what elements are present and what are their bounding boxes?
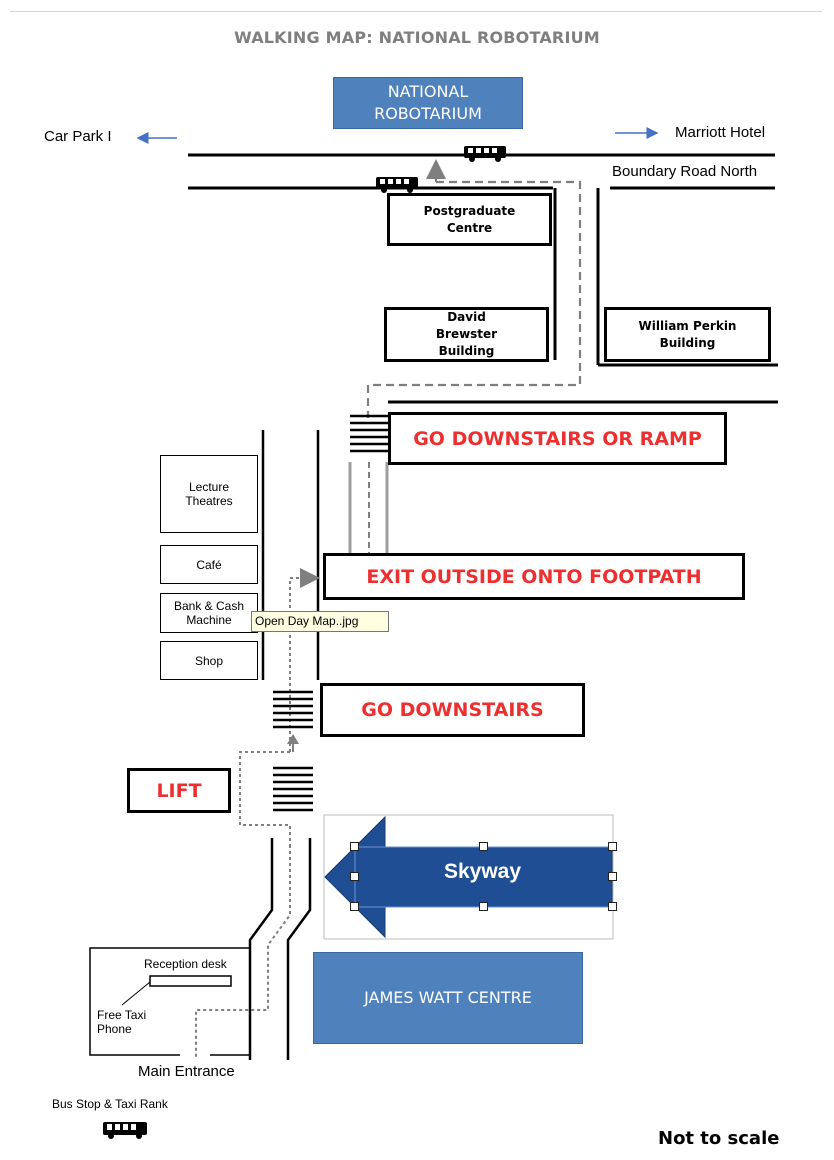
william-perkin-building: William Perkin Building — [604, 307, 771, 362]
marriott-label: Marriott Hotel — [675, 124, 766, 141]
bank-box: Bank & Cash Machine — [160, 593, 258, 633]
resize-handle[interactable] — [350, 902, 359, 911]
william-perkin-label: William Perkin Building — [638, 318, 737, 350]
top-divider — [10, 11, 822, 12]
david-brewster-building: David Brewster Building — [384, 307, 549, 362]
james-watt-centre-label: JAMES WATT CENTRE — [364, 988, 532, 1007]
file-tooltip: Open Day Map..jpg — [251, 611, 389, 632]
lift-label: LIFT — [156, 779, 202, 802]
map-title: WALKING MAP: NATIONAL ROBOTARIUM — [234, 28, 600, 47]
lecture-theatres-label: Lecture Theatres — [185, 480, 233, 508]
up-arrow-icon — [287, 734, 299, 744]
resize-handle[interactable] — [350, 872, 359, 881]
resize-handle[interactable] — [350, 842, 359, 851]
national-robotarium-box: NATIONAL ROBOTARIUM — [333, 77, 523, 129]
bank-label: Bank & Cash Machine — [173, 599, 245, 627]
resize-handle[interactable] — [608, 902, 617, 911]
shop-label: Shop — [194, 653, 224, 668]
bus-stop-label: Bus Stop & Taxi Rank — [52, 1097, 168, 1111]
exit-outside-label: EXIT OUTSIDE ONTO FOOTPATH — [366, 565, 702, 588]
bus-icon — [464, 146, 506, 162]
resize-handle[interactable] — [479, 902, 488, 911]
resize-handle[interactable] — [479, 842, 488, 851]
go-downstairs-or-ramp-box: GO DOWNSTAIRS OR RAMP — [388, 412, 727, 465]
exit-outside-box: EXIT OUTSIDE ONTO FOOTPATH — [323, 553, 745, 600]
go-downstairs-or-ramp-label: GO DOWNSTAIRS OR RAMP — [413, 427, 702, 450]
david-brewster-label: David Brewster Building — [435, 310, 498, 358]
postgraduate-centre: Postgraduate Centre — [387, 193, 552, 246]
resize-handle[interactable] — [608, 872, 617, 881]
lecture-theatres-box: Lecture Theatres — [160, 455, 258, 533]
bus-icon — [103, 1122, 147, 1139]
main-entrance-label: Main Entrance — [138, 1063, 235, 1080]
shop-box: Shop — [160, 641, 258, 680]
reception-desk-label: Reception desk — [144, 957, 227, 971]
car-park-label: Car Park I — [44, 128, 112, 145]
free-taxi-phone-label: Free Taxi Phone — [97, 1008, 147, 1036]
postgraduate-centre-label: Postgraduate Centre — [423, 203, 516, 235]
not-to-scale-label: Not to scale — [658, 1128, 780, 1149]
boundary-road-label: Boundary Road North — [612, 163, 758, 180]
resize-handle[interactable] — [608, 842, 617, 851]
national-robotarium-label: NATIONAL ROBOTARIUM — [374, 82, 482, 123]
go-downstairs-label: GO DOWNSTAIRS — [361, 699, 544, 721]
cafe-box: Café — [160, 545, 258, 584]
skyway-label[interactable]: Skyway — [443, 860, 522, 883]
go-downstairs-box: GO DOWNSTAIRS — [320, 683, 585, 737]
cafe-label: Café — [196, 557, 222, 572]
lift-box: LIFT — [127, 768, 231, 813]
james-watt-centre-box: JAMES WATT CENTRE — [313, 952, 583, 1044]
bus-icon — [376, 177, 418, 193]
